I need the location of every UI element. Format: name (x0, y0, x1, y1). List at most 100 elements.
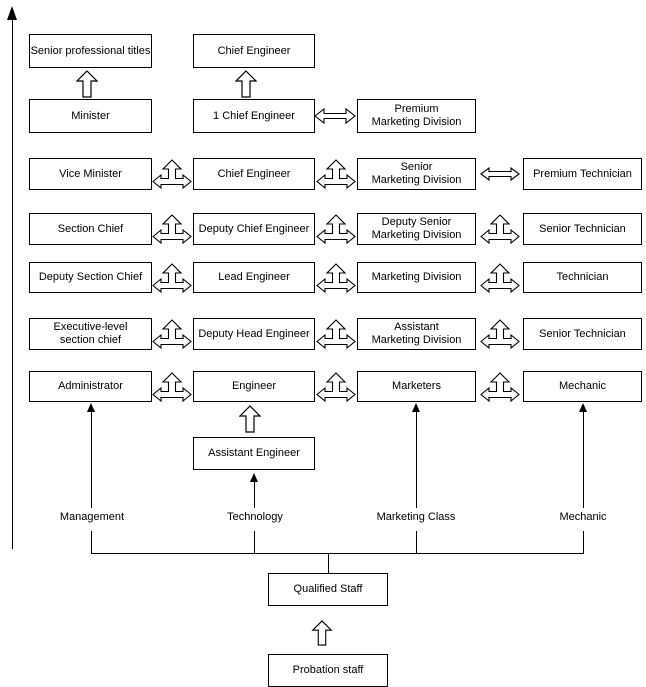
box-label: Chief Engineer (217, 167, 291, 180)
thin-arrowhead (579, 403, 587, 412)
connector-riser-mechanic (583, 531, 584, 553)
thin-up-arrow (412, 403, 421, 508)
double-arrow-icon (480, 166, 520, 182)
box-label: 1 Chief Engineer (213, 109, 295, 122)
box-label: Marketing Division (371, 334, 462, 346)
box-senior-technician-lower: Senior Technician (523, 318, 642, 350)
box-label: Premium Technician (533, 167, 632, 180)
box-deputy-section-chief: Deputy Section Chief (29, 262, 152, 293)
box-label: Marketers (392, 380, 441, 392)
box-label: section chief (59, 334, 122, 346)
three-way-arrow-icon (316, 319, 356, 349)
connector-drop-line (328, 553, 329, 573)
box-deputy-chief-engineer: Deputy Chief Engineer (193, 213, 315, 245)
three-way-arrow-icon (480, 319, 520, 349)
box-qualified-staff: Qualified Staff (268, 573, 388, 606)
three-way-arrow-icon (152, 372, 192, 402)
box-label: Probation staff (292, 664, 364, 676)
three-way-arrow-icon (480, 372, 520, 402)
category-label-mechanic: Mechanic (559, 511, 607, 523)
box-section-chief: Section Chief (29, 213, 152, 245)
up-block-arrow-icon (235, 70, 257, 98)
box-label: Vice Minister (59, 167, 122, 180)
box-premium-technician: Premium Technician (523, 158, 642, 190)
axis-shaft (11, 18, 14, 549)
box-label: Administrator (58, 380, 123, 392)
category-label-marketing-class: Marketing Class (376, 511, 456, 523)
box-1-chief-engineer: 1 Chief Engineer (193, 99, 315, 133)
double-arrow-icon (314, 105, 356, 127)
box-vice-minister: Vice Minister (29, 158, 152, 190)
box-label: Assistant Engineer (208, 447, 300, 459)
box-senior-professional-titles: Senior professional titles (29, 34, 152, 68)
connector-horizontal-line (91, 553, 584, 554)
box-minister: Minister (29, 99, 152, 133)
thin-up-arrow (250, 473, 259, 508)
box-label: Lead Engineer (218, 271, 290, 283)
box-assistant-engineer: Assistant Engineer (193, 437, 315, 470)
box-probation-staff: Probation staff (268, 654, 388, 687)
axis-up-arrow-icon (7, 6, 18, 549)
connector-riser-management (91, 531, 92, 553)
box-label: Deputy Section Chief (38, 271, 143, 283)
box-senior-technician-upper: Senior Technician (523, 213, 642, 245)
three-way-arrow-icon (316, 159, 356, 189)
box-label: Deputy Senior (381, 216, 452, 228)
box-label: Engineer (231, 380, 277, 392)
box-label: Deputy Head Engineer (198, 327, 310, 340)
category-label-management: Management (59, 511, 125, 523)
box-label: Executive-level (53, 321, 128, 333)
thin-arrowhead (87, 403, 95, 412)
box-label: Marketing Division (371, 174, 462, 186)
box-label: Mechanic (558, 380, 607, 392)
thin-up-arrow (579, 403, 588, 508)
box-marketers: Marketers (357, 371, 476, 402)
box-technician: Technician (523, 262, 642, 293)
three-way-arrow-icon (480, 214, 520, 244)
box-engineer: Engineer (193, 371, 315, 402)
connector-riser-technology (254, 531, 255, 553)
box-label: Qualified Staff (293, 583, 363, 595)
three-way-arrow-icon (152, 263, 192, 293)
box-marketing-division: Marketing Division (357, 262, 476, 293)
three-way-arrow-icon (316, 214, 356, 244)
three-way-arrow-icon (480, 263, 520, 293)
up-block-arrow-icon (239, 405, 261, 433)
thin-arrowhead (250, 473, 258, 482)
box-chief-engineer: Chief Engineer (193, 158, 315, 190)
axis-arrowhead (7, 6, 17, 20)
box-label: Senior (400, 161, 433, 173)
box-administrator: Administrator (29, 371, 152, 402)
box-label: Premium (394, 103, 439, 115)
three-way-arrow-icon (316, 372, 356, 402)
box-label: Senior Technician (539, 327, 626, 340)
box-label: Technician (556, 271, 609, 283)
box-label: Senior professional titles (30, 44, 151, 57)
box-label: Marketing Division (371, 229, 462, 241)
box-label: Senior Technician (539, 222, 626, 235)
thin-arrow-shaft (91, 411, 92, 508)
box-label: Chief Engineer (217, 44, 291, 57)
box-chief-engineer-top: Chief Engineer (193, 34, 315, 68)
three-way-arrow-icon (316, 263, 356, 293)
box-label: Deputy Chief Engineer (198, 222, 310, 235)
thin-arrow-shaft (416, 411, 417, 508)
up-block-arrow-icon (311, 620, 333, 646)
thin-up-arrow (87, 403, 96, 508)
up-block-arrow-icon (76, 70, 98, 98)
category-label-technology: Technology (227, 511, 283, 523)
three-way-arrow-icon (152, 319, 192, 349)
box-label: Marketing Division (371, 116, 462, 128)
three-way-arrow-icon (152, 214, 192, 244)
thin-arrow-shaft (583, 411, 584, 508)
box-label: Minister (71, 109, 110, 122)
three-way-arrow-icon (152, 159, 192, 189)
box-deputy-head-engineer: Deputy Head Engineer (193, 318, 315, 350)
box-label: Marketing Division (371, 271, 462, 283)
thin-arrowhead (412, 403, 420, 412)
